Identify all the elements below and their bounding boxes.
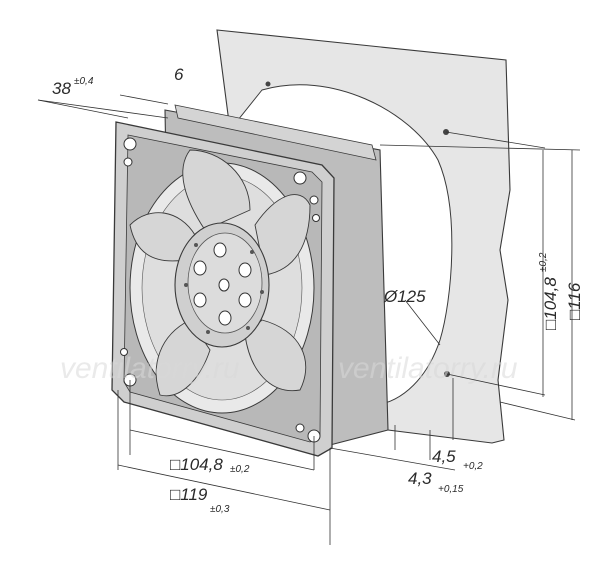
dimension-labels: 38 ±0,4 6 Ø125 □104,8 ±0,2 □116 □104,8 ±… <box>52 65 584 515</box>
dimension-lines <box>37 94 581 545</box>
dim-mount-hole-2-tol: +0,15 <box>438 484 464 495</box>
watermark-right: ventilatorry.ru <box>338 352 518 385</box>
dim-frame-width-value: □119 <box>170 485 208 504</box>
dim-hole-spacing-horizontal-tol: ±0,2 <box>230 464 250 475</box>
dim-mount-hole-2-value: 4,3 <box>408 469 432 488</box>
dim-height-total-value: □116 <box>565 282 584 320</box>
fan-hub <box>174 222 270 348</box>
fan-blades <box>129 149 311 397</box>
dim-flange-value: 6 <box>174 65 184 84</box>
dim-hole-spacing-vertical-tol: ±0,2 <box>538 252 549 272</box>
dim-hole-spacing-horizontal-value: □104,8 <box>170 455 223 474</box>
dim-depth-value: 38 <box>52 79 71 98</box>
dim-hole-spacing-vertical-value: □104,8 <box>541 277 560 330</box>
dim-mount-hole-1-value: 4,5 <box>432 447 456 466</box>
watermark-left: ventilatorry.ru <box>60 352 240 385</box>
dim-depth-tol: ±0,4 <box>74 76 94 87</box>
dim-panel-hole-value: Ø125 <box>383 287 426 306</box>
dim-frame-width-tol: ±0,3 <box>210 504 230 515</box>
dim-mount-hole-1-tol: +0,2 <box>463 461 483 472</box>
